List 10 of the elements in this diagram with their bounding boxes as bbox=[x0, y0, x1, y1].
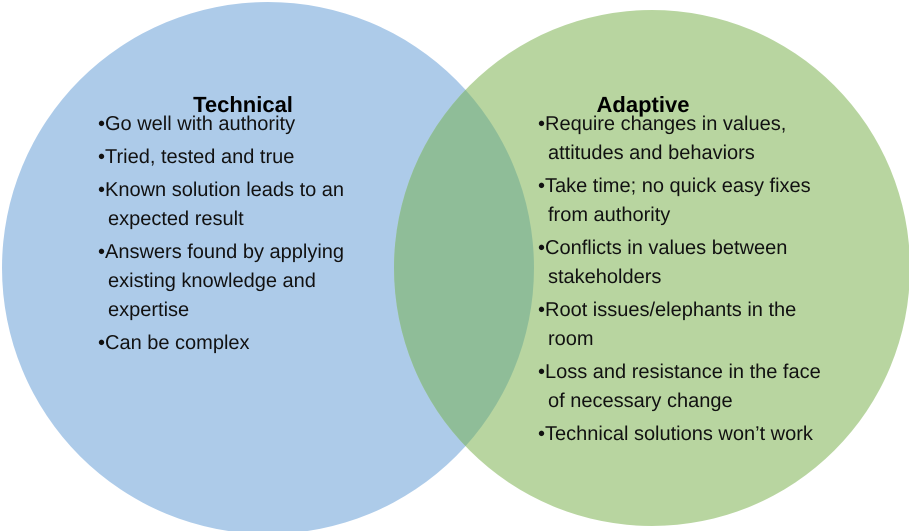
bullet-point: •Loss and resistance in the face of necessary change bbox=[538, 360, 822, 414]
bullet-point: •Conflicts in values between stakeholders bbox=[538, 236, 788, 290]
bullet-point: •Technical solutions won’t work bbox=[538, 422, 814, 447]
bullet-point: •Answers found by applying existing knowledge and expertise bbox=[98, 240, 346, 323]
bullet-point: •Take time; no quick easy fixes from authority bbox=[538, 174, 812, 228]
bullet-point: •Known solution leads to an expected result bbox=[98, 178, 346, 232]
bullet-point: •Tried, tested and true bbox=[98, 145, 296, 170]
bullet-point: •Can be complex bbox=[98, 331, 251, 356]
bullet-point: •Root issues/elephants in the room bbox=[538, 298, 798, 352]
circle-heading: Adaptive bbox=[596, 92, 690, 117]
